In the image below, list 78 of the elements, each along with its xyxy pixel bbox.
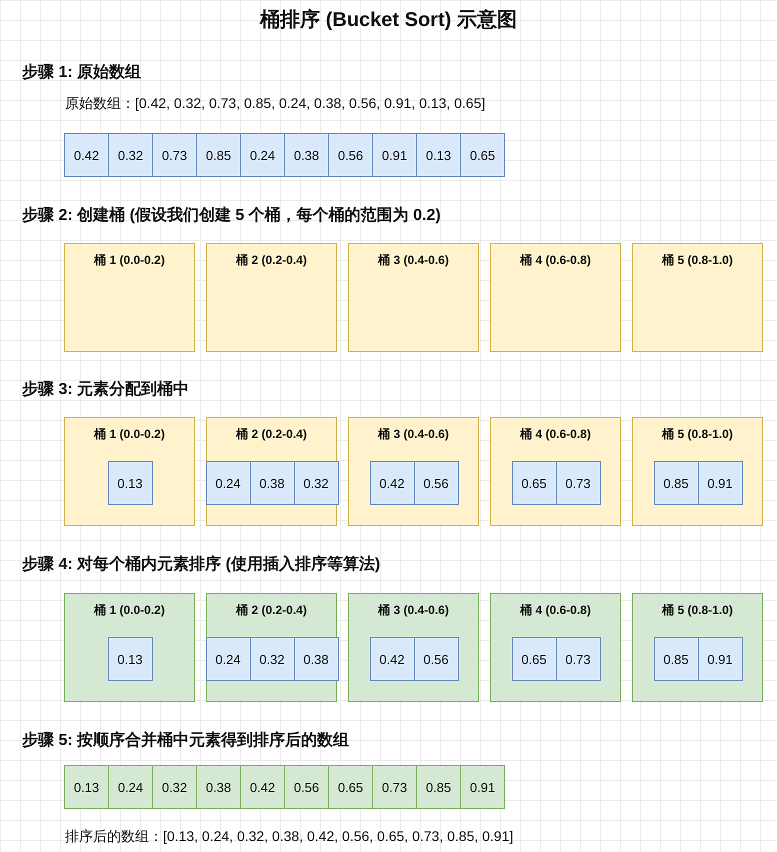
value-cell: 0.56 (414, 461, 458, 505)
bucket-title: 桶 3 (0.4-0.6) (376, 426, 450, 443)
array-text: 排序后的数组：[0.13, 0.24, 0.32, 0.38, 0.42, 0.56, 0.65, 0.73, 0.85, 0.91] (65, 828, 514, 846)
bucket-title: 桶 2 (0.2-0.4) (234, 426, 308, 443)
value-cell: 0.32 (294, 461, 338, 505)
bucket-box (206, 593, 337, 702)
bucket-title: 桶 2 (0.2-0.4) (234, 602, 308, 619)
bucket-box (206, 243, 337, 352)
value-cell: 0.56 (284, 765, 329, 809)
bucket-box (206, 417, 337, 526)
diagram-title: 桶排序 (Bucket Sort) 示意图 (258, 8, 518, 33)
bucket-box (490, 593, 621, 702)
bucket-title: 桶 5 (0.8-1.0) (660, 602, 734, 619)
step-heading: 步骤 3: 元素分配到桶中 (22, 379, 190, 400)
value-cell: 0.85 (654, 637, 698, 681)
array-text: 原始数组：[0.42, 0.32, 0.73, 0.85, 0.24, 0.38, 0.56, 0.91, 0.13, 0.65] (65, 95, 486, 113)
value-cell: 0.24 (240, 133, 285, 177)
bucket-box (490, 243, 621, 352)
value-cell: 0.38 (196, 765, 241, 809)
value-cell: 0.38 (284, 133, 329, 177)
bucket-title: 桶 3 (0.4-0.6) (376, 602, 450, 619)
value-cell: 0.91 (460, 765, 505, 809)
value-cell: 0.42 (370, 461, 414, 505)
bucket-title: 桶 1 (0.0-0.2) (92, 252, 166, 269)
value-cell: 0.65 (460, 133, 505, 177)
bucket-box (64, 243, 195, 352)
bucket-title: 桶 1 (0.0-0.2) (92, 602, 166, 619)
bucket-title: 桶 4 (0.6-0.8) (518, 602, 592, 619)
value-cell: 0.32 (250, 637, 294, 681)
value-cell: 0.38 (250, 461, 294, 505)
bucket-title: 桶 4 (0.6-0.8) (518, 426, 592, 443)
bucket-box (348, 243, 479, 352)
value-cell: 0.38 (294, 637, 338, 681)
value-cell: 0.24 (206, 461, 250, 505)
step-heading: 步骤 2: 创建桶 (假设我们创建 5 个桶，每个桶的范围为 0.2) (22, 206, 441, 226)
bucket-box (632, 593, 763, 702)
value-cell: 0.65 (512, 461, 556, 505)
value-cell: 0.24 (206, 637, 250, 681)
value-cell: 0.13 (416, 133, 461, 177)
value-cell: 0.73 (556, 461, 600, 505)
value-cell: 0.32 (108, 133, 153, 177)
bucket-title: 桶 5 (0.8-1.0) (660, 426, 734, 443)
value-cell: 0.32 (152, 765, 197, 809)
value-cell: 0.42 (240, 765, 285, 809)
value-cell: 0.13 (64, 765, 109, 809)
step-heading: 步骤 4: 对每个桶内元素排序 (使用插入排序等算法) (22, 554, 380, 575)
value-cell: 0.85 (416, 765, 461, 809)
value-cell: 0.91 (698, 461, 742, 505)
bucket-title: 桶 3 (0.4-0.6) (376, 252, 450, 269)
value-cell: 0.65 (328, 765, 373, 809)
bucket-box (64, 593, 195, 702)
bucket-title: 桶 5 (0.8-1.0) (660, 252, 734, 269)
value-cell: 0.56 (328, 133, 373, 177)
value-cell: 0.85 (654, 461, 698, 505)
step-heading: 步骤 1: 原始数组 (22, 62, 142, 83)
bucket-title: 桶 2 (0.2-0.4) (234, 252, 308, 269)
bucket-box (632, 417, 763, 526)
bucket-title: 桶 4 (0.6-0.8) (518, 252, 592, 269)
bucket-box (348, 417, 479, 526)
bucket-box (348, 593, 479, 702)
bucket-title: 桶 1 (0.0-0.2) (92, 426, 166, 443)
value-cell: 0.73 (372, 765, 417, 809)
bucket-box (64, 417, 195, 526)
value-cell: 0.91 (698, 637, 742, 681)
value-cell: 0.13 (108, 461, 152, 505)
step-heading: 步骤 5: 按顺序合并桶中元素得到排序后的数组 (22, 730, 350, 751)
value-cell: 0.42 (64, 133, 109, 177)
value-cell: 0.24 (108, 765, 153, 809)
value-cell: 0.42 (370, 637, 414, 681)
bucket-box (632, 243, 763, 352)
value-cell: 0.73 (152, 133, 197, 177)
value-cell: 0.56 (414, 637, 458, 681)
value-cell: 0.85 (196, 133, 241, 177)
value-cell: 0.91 (372, 133, 417, 177)
value-cell: 0.65 (512, 637, 556, 681)
value-cell: 0.13 (108, 637, 152, 681)
value-cell: 0.73 (556, 637, 600, 681)
bucket-box (490, 417, 621, 526)
